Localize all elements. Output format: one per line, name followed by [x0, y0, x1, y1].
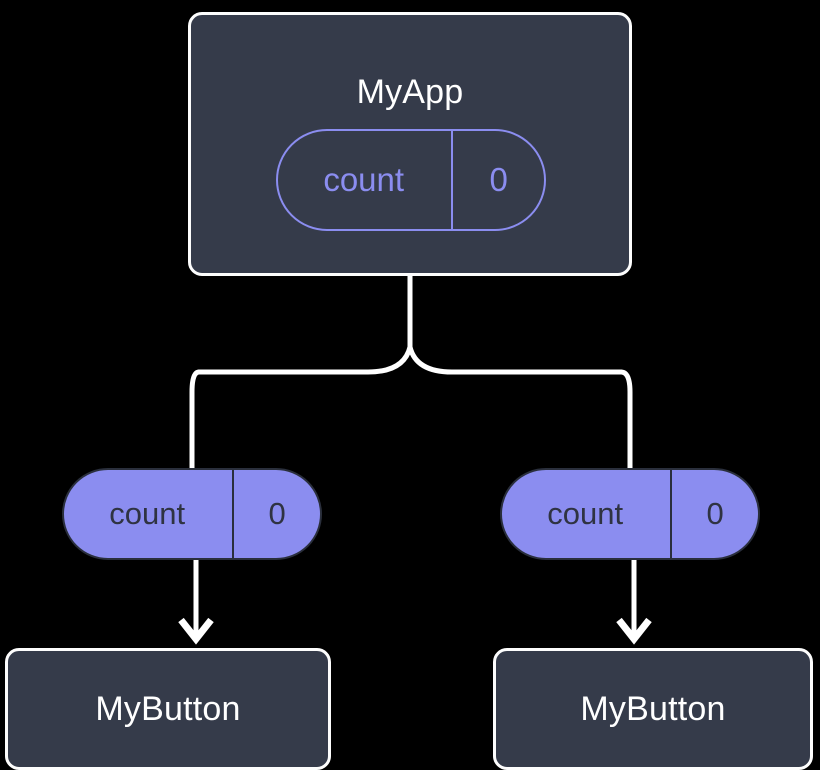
state-pill-value: 0 [670, 470, 758, 558]
state-pill-myapp-count[interactable]: count 0 [276, 129, 546, 231]
node-mybutton-left-label: MyButton [95, 690, 241, 728]
node-mybutton-right-label: MyButton [580, 690, 726, 728]
node-myapp[interactable]: MyApp [188, 12, 632, 276]
node-mybutton-left[interactable]: MyButton [5, 648, 331, 770]
connector-fork [196, 344, 624, 375]
state-pill-value: 0 [232, 470, 320, 558]
state-pill-child-left-count[interactable]: count 0 [62, 468, 322, 560]
state-pill-key: count [547, 496, 624, 531]
connector-left-drop [189, 369, 202, 473]
state-pill-key: count [109, 496, 186, 531]
state-pill-key: count [323, 161, 405, 198]
state-pill-value: 0 [451, 131, 544, 229]
arrow-down-icon [178, 617, 214, 645]
node-myapp-label: MyApp [356, 73, 464, 111]
arrow-down-icon [616, 617, 652, 645]
node-mybutton-right[interactable]: MyButton [493, 648, 813, 770]
connector-right-drop [618, 369, 633, 473]
state-pill-child-right-count[interactable]: count 0 [500, 468, 760, 560]
